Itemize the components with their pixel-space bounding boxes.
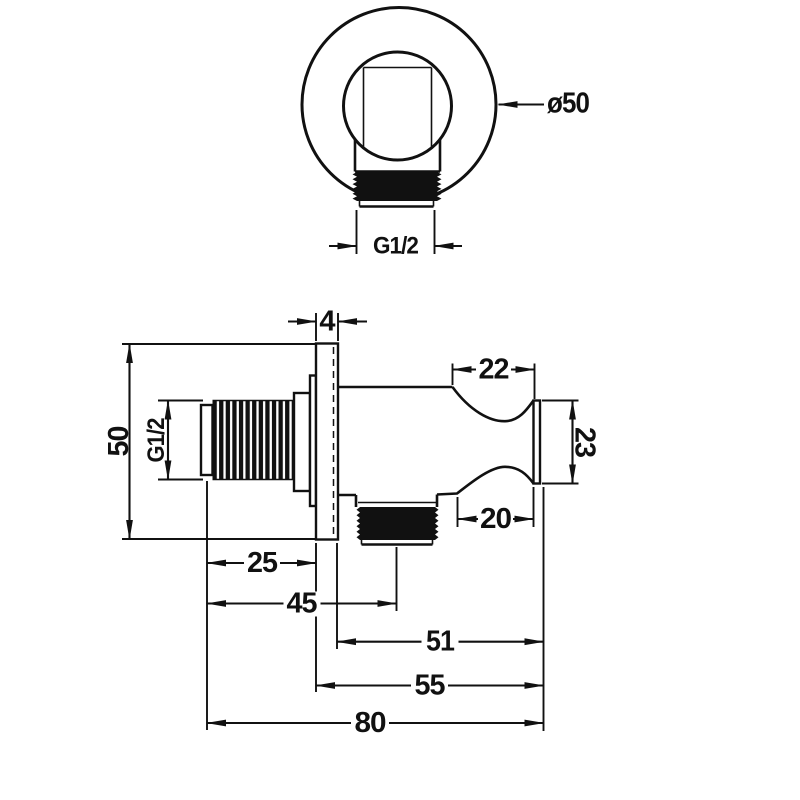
front-thread — [352, 172, 442, 201]
dim-label-holder-face: 23 — [569, 427, 601, 458]
dim-label-holder-top: 22 — [479, 354, 509, 386]
dim-depth-from-wall: 51 — [336, 626, 545, 658]
dim-length-total: 80 — [206, 707, 545, 739]
dim-label-plate-thickness: 4 — [319, 306, 335, 338]
dim-outlet-offset: 45 — [206, 588, 398, 620]
front-collar — [353, 139, 442, 173]
dim-inlet-thread: G1/2 — [143, 399, 203, 481]
inlet-pipe — [199, 399, 294, 481]
dim-outer-diameter: ø50 — [497, 88, 590, 120]
dim-label-inlet-length: 25 — [247, 547, 278, 579]
outlet-thread — [356, 507, 439, 546]
dim-label-depth-from-wall: 51 — [426, 626, 455, 658]
side-view: 4 50 G1/2 22 23 — [103, 306, 601, 740]
wall-plate — [314, 342, 340, 541]
dim-label-outer-diameter: ø50 — [547, 88, 589, 120]
front-view: ø50 G1/2 — [300, 6, 590, 260]
dim-inlet-length: 25 — [206, 547, 317, 579]
holder-end-face — [532, 399, 542, 485]
dim-plate-diameter: 50 — [103, 343, 316, 540]
dim-label-inlet-thread: G1/2 — [143, 418, 170, 463]
step-large — [292, 391, 312, 493]
dim-label-outlet-offset: 45 — [287, 588, 318, 620]
front-thread-cap — [357, 199, 436, 208]
dim-label-front-thread: G1/2 — [373, 233, 419, 260]
dim-depth-total: 55 — [315, 670, 545, 702]
pipe-through-ring — [362, 66, 433, 148]
dim-label-depth-total: 55 — [415, 670, 446, 702]
body-and-holder — [338, 385, 542, 507]
dim-holder-face: 23 — [542, 399, 601, 485]
dim-plate-thickness: 4 — [288, 306, 367, 341]
dim-label-holder-bottom: 20 — [480, 503, 511, 535]
dim-label-length-total: 80 — [355, 707, 386, 739]
flange-inner-circle — [342, 50, 453, 162]
dim-holder-bottom: 20 — [456, 487, 535, 535]
dim-label-plate-diameter: 50 — [103, 427, 135, 457]
dim-front-thread: G1/2 — [329, 210, 462, 260]
dim-holder-top: 22 — [451, 354, 536, 399]
